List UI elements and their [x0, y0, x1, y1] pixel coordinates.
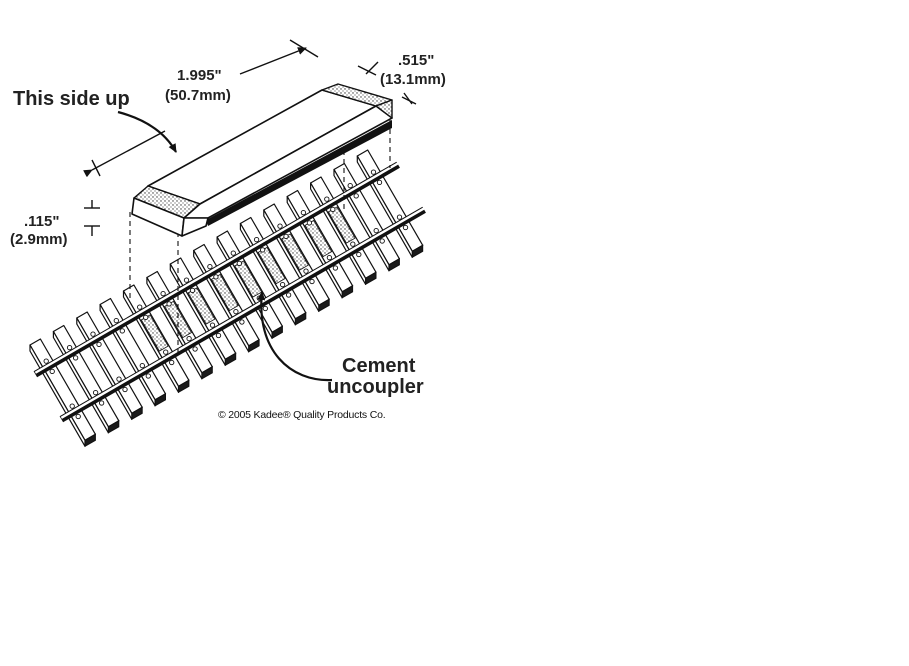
rail-spike: [122, 386, 128, 393]
projection-lines: [129, 120, 391, 355]
rail-spike: [116, 376, 122, 382]
rail-spike: [233, 308, 239, 315]
rail-spike: [66, 344, 73, 351]
copyright-notice: © 2005 Kadee® Quality Products Co.: [218, 409, 385, 421]
length-inches-label: 1.995": [177, 67, 222, 84]
rail-spike: [347, 182, 353, 189]
rail-spike: [370, 169, 377, 175]
side-up-label: This side up: [13, 88, 130, 110]
rail-spike: [92, 389, 99, 396]
rail-spike: [72, 355, 79, 361]
rail-spike: [75, 413, 81, 420]
track-rails: [33, 161, 426, 423]
rail-spike: [379, 238, 385, 244]
rail-spikes: [43, 169, 409, 420]
near-rail-head: [60, 207, 425, 419]
rail-spike: [373, 227, 379, 234]
rail-spike: [163, 349, 169, 355]
cement-callout: Cement uncoupler: [257, 291, 424, 398]
rail-spike: [285, 292, 292, 298]
length-dimension: 1.995" (50.7mm): [83, 39, 319, 178]
rail-spike: [113, 317, 119, 324]
rail-spike: [253, 236, 260, 243]
rail-spike: [43, 358, 49, 364]
rail-spike: [139, 362, 145, 369]
rail-spike: [396, 214, 403, 220]
rail-spike: [303, 268, 309, 274]
width-mm-label: (13.1mm): [380, 71, 446, 88]
rail-spike: [277, 223, 283, 229]
rail-spike: [306, 220, 313, 226]
track-section: [29, 149, 426, 448]
rail-spike: [192, 346, 198, 352]
rail-spike: [353, 193, 359, 199]
rail-spike: [119, 328, 125, 334]
far-rail: [33, 161, 400, 378]
uncoupler-magnet: [131, 83, 393, 237]
rail-spike: [166, 301, 172, 307]
rail-spike: [169, 359, 175, 366]
height-inches-label: .115": [24, 213, 59, 230]
rail-spike: [326, 254, 333, 261]
side-up-callout: This side up: [13, 88, 177, 153]
rail-spike: [239, 319, 245, 325]
rail-spike: [283, 233, 289, 240]
rail-spike: [356, 251, 362, 258]
rail-spike: [332, 265, 339, 271]
rail-spike: [98, 400, 105, 406]
rail-spike: [213, 274, 219, 280]
rail-spike: [279, 281, 286, 288]
width-inches-label: .515": [398, 52, 434, 69]
rail-spike: [160, 290, 166, 297]
rail-spike: [143, 314, 149, 321]
rail-spike: [350, 241, 356, 247]
rail-spike: [207, 263, 213, 270]
height-dimension: .115" (2.9mm): [10, 200, 100, 248]
rail-spike: [330, 206, 336, 213]
far-rail-head: [34, 162, 399, 374]
rail-spike: [259, 247, 266, 253]
rail-spike: [69, 403, 75, 409]
length-mm-label: (50.7mm): [165, 87, 231, 104]
rail-spike: [209, 322, 216, 328]
rail-spike: [186, 335, 192, 342]
rail-spike: [90, 331, 96, 337]
cement-label-line2: uncoupler: [327, 376, 424, 398]
rail-spike: [236, 260, 242, 267]
rail-spike: [183, 277, 190, 283]
rail-spike: [230, 250, 236, 256]
rail-spike: [96, 341, 102, 348]
rail-spike: [145, 373, 151, 379]
height-mm-label: (2.9mm): [10, 231, 68, 248]
near-rail: [59, 206, 426, 423]
rail-spike: [215, 332, 222, 339]
rail-spike: [300, 209, 307, 216]
rail-spike: [262, 305, 268, 312]
rail-spike: [49, 368, 55, 375]
rail-spike: [402, 224, 409, 231]
rail-spike: [189, 287, 196, 294]
rail-spike: [324, 196, 330, 202]
rail-spike: [376, 179, 383, 186]
rail-spike: [309, 278, 315, 285]
cement-label-line1: Cement: [342, 355, 416, 377]
rail-spike: [137, 304, 143, 310]
width-dimension: .515" (13.1mm): [357, 52, 446, 105]
